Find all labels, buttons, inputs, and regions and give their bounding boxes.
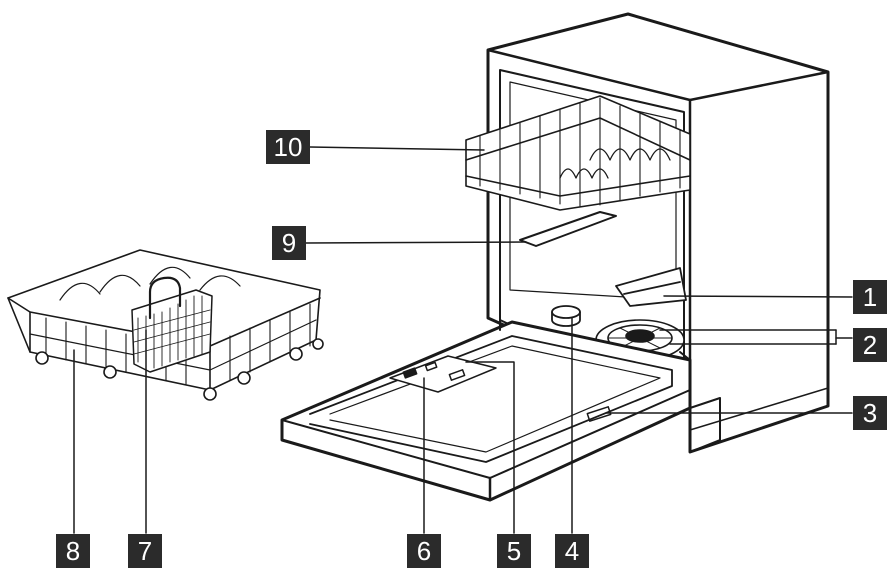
callout-7: 7 xyxy=(128,534,162,568)
callout-2: 2 xyxy=(853,328,887,362)
callout-10: 10 xyxy=(266,130,310,164)
callout-8: 8 xyxy=(56,534,90,568)
upper-spray-arm xyxy=(519,211,617,247)
leader-10 xyxy=(309,146,485,151)
upper-basket xyxy=(465,95,691,211)
callout-4: 4 xyxy=(555,534,589,568)
leader-5 xyxy=(465,361,515,534)
leader-lines xyxy=(73,146,853,534)
callout-1: 1 xyxy=(853,280,887,314)
cutlery-basket xyxy=(131,276,213,373)
callout-3: 3 xyxy=(853,396,887,430)
callout-5: 5 xyxy=(497,534,531,568)
door xyxy=(280,299,692,502)
callout-9: 9 xyxy=(272,226,306,260)
salt-container-cap xyxy=(551,305,581,327)
detergent-dispenser xyxy=(389,355,497,393)
leader-1 xyxy=(663,295,853,298)
callout-6: 6 xyxy=(407,534,441,568)
leader-9 xyxy=(305,241,527,244)
